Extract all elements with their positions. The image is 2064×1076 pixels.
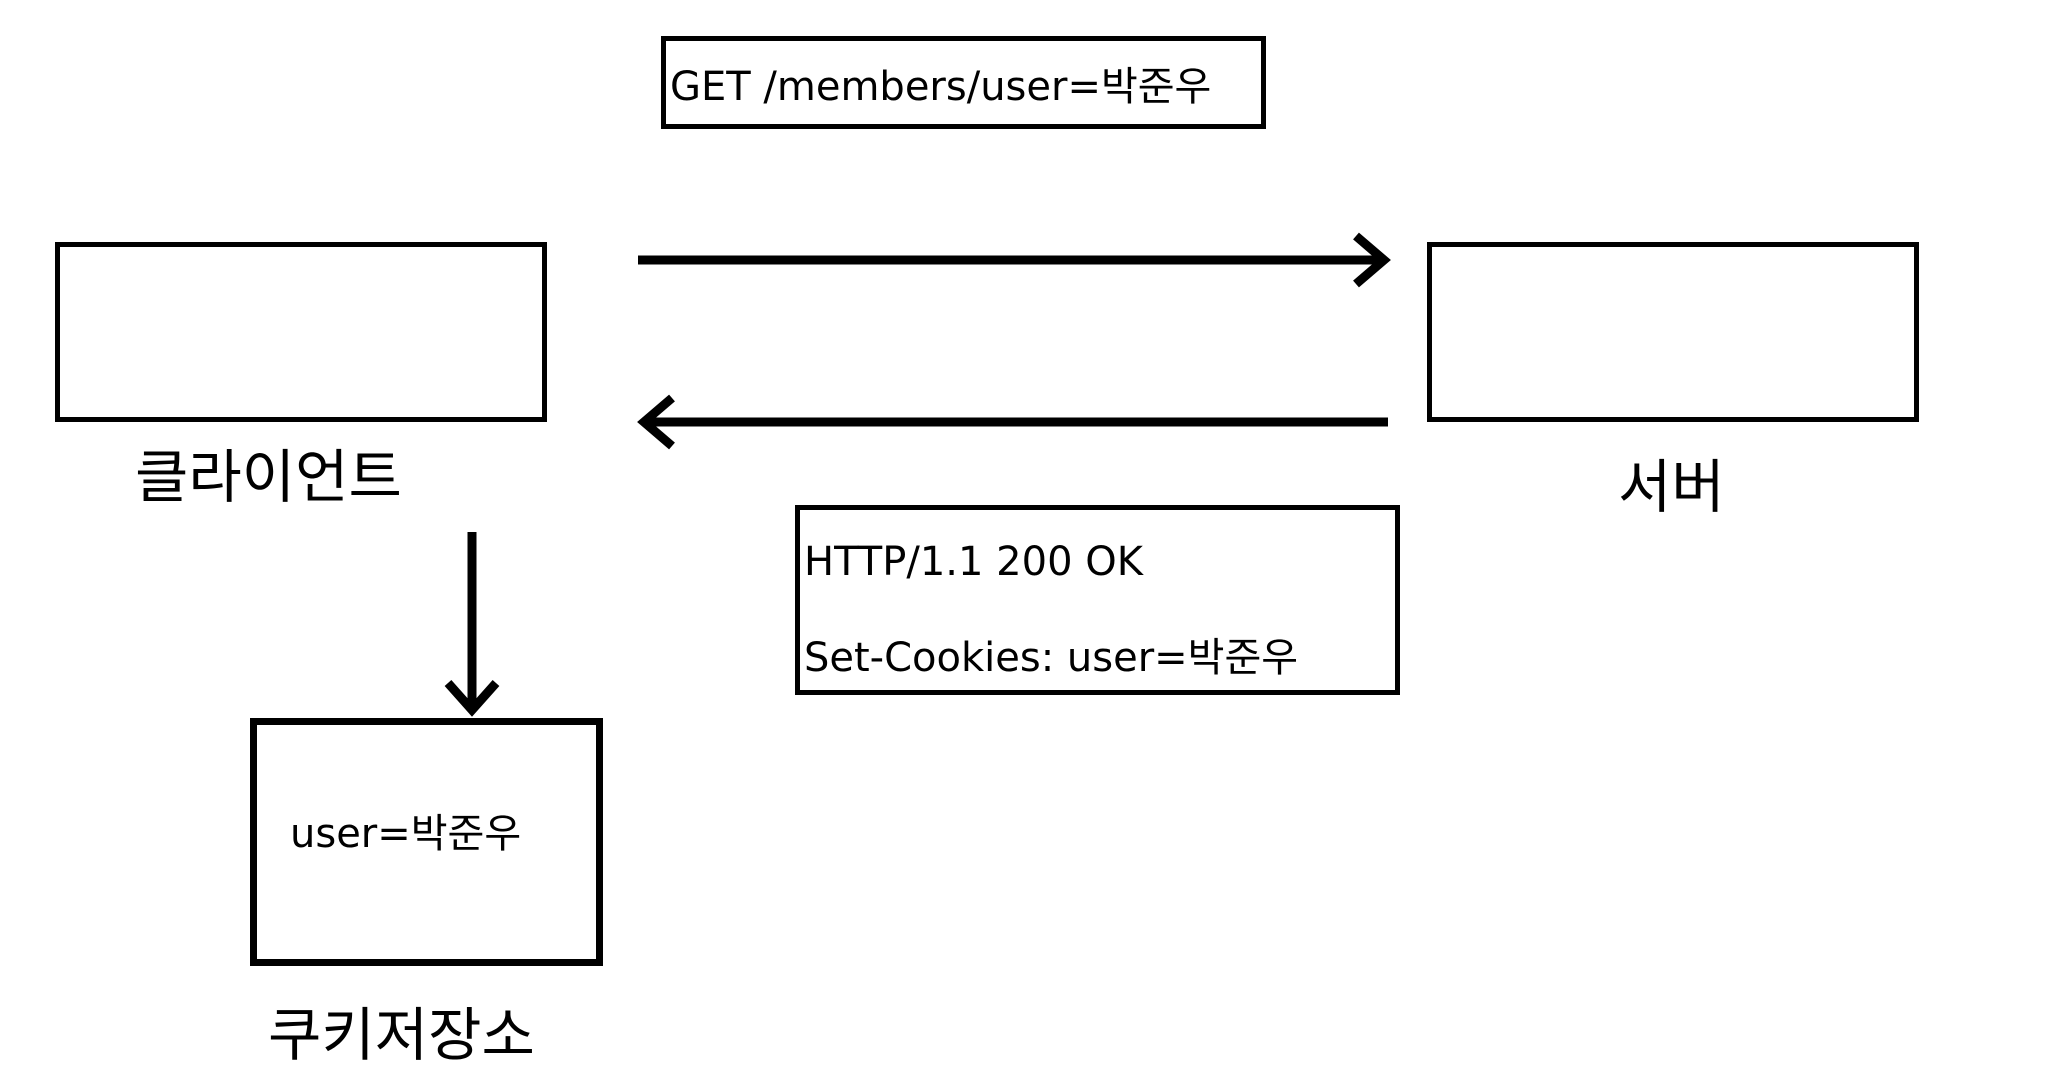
cookie-store-label: 쿠키저장소 [268, 1001, 535, 1069]
client-label: 클라이언트 [135, 443, 402, 511]
server-box [1427, 242, 1919, 422]
response-arrow [637, 394, 1388, 450]
response-status-line: HTTP/1.1 200 OK [804, 539, 1143, 585]
response-message-box: HTTP/1.1 200 OK Set-Cookies: user=박준우 [795, 505, 1400, 695]
request-arrow [638, 232, 1391, 288]
response-cookie-header: Set-Cookies: user=박준우 [804, 635, 1299, 681]
cookie-store-content: user=박준우 [290, 811, 522, 857]
request-message-text: GET /members/user=박준우 [670, 64, 1212, 110]
request-message-box: GET /members/user=박준우 [661, 36, 1266, 129]
cookie-store-box: user=박준우 [250, 718, 603, 966]
client-box [55, 242, 547, 422]
server-label: 서버 [1618, 453, 1725, 521]
store-cookie-arrow [444, 532, 500, 717]
